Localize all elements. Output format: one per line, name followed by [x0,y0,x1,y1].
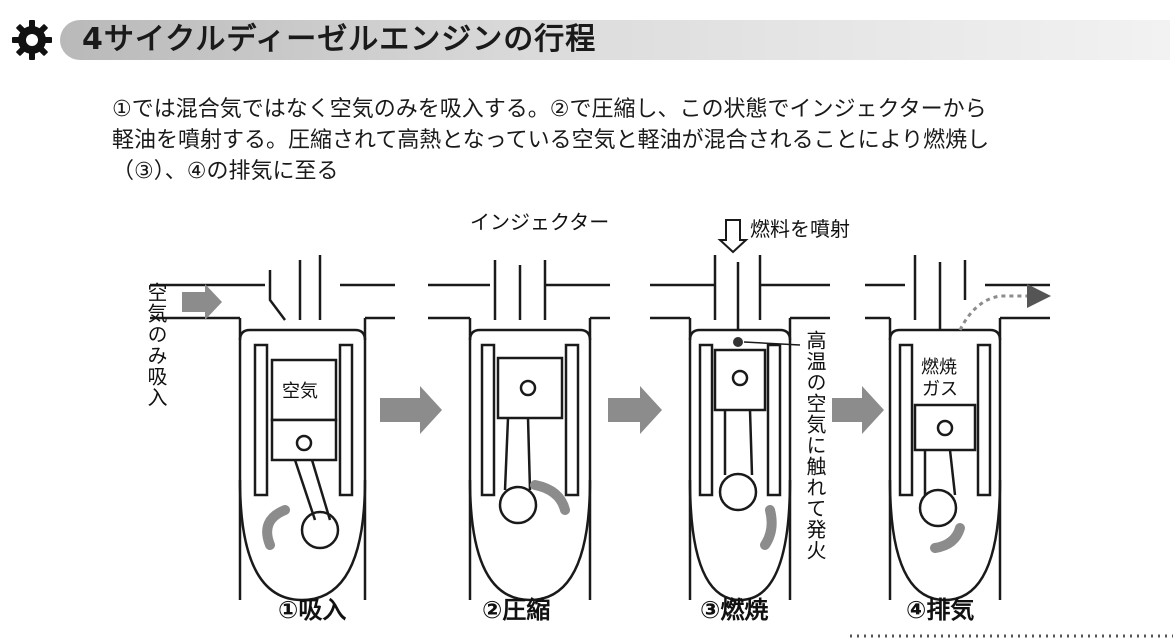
stage-arrow-3 [832,386,884,434]
injector-label: インジェクター [470,210,610,234]
ignition-label: 高温の空気に触れて発火 [803,330,827,561]
stage-arrow-2 [608,386,662,434]
description: ①では混合気ではなく空気のみを吸入する。②で圧縮し、この状態でインジェクターから… [112,94,1092,187]
ignition-spot [733,337,743,347]
engine-stage-2 [428,260,610,602]
rotation-arrow-4 [930,523,965,553]
fuel-down-arrow [717,219,749,254]
rotation-arrow-2 [530,480,570,515]
engine-stage-1 [150,255,395,602]
stage-label-1: ①吸入 [278,596,347,624]
intake-flow-arrow [182,284,222,320]
stage-label-2: ②圧縮 [482,596,551,624]
header-band [60,20,1170,60]
intake-air-label: 空気のみ吸入 [144,282,168,408]
ignition-leader [743,341,801,346]
combustion-gas-label-2: ガス [922,379,958,400]
exhaust-flow-arrow [958,284,1051,331]
engine-stroke-diagram [150,219,1173,638]
stage-label-4: ④排気 [906,596,975,624]
description-line-1: ①では混合気ではなく空気のみを吸入する。②で圧縮し、この状態でインジェクターから [112,97,987,122]
combustion-gas-label-1: 燃焼 [921,357,957,378]
page-title: 4サイクルディーゼルエンジンの行程 [82,22,597,57]
stage-arrow-1 [380,386,442,434]
rotation-arrow-1 [262,505,290,550]
description-line-2: 軽油を噴射する。圧縮されて高熱となっている空気と軽油が混合されることにより燃焼し [112,128,990,153]
engine-stage-3 [650,255,830,602]
fuel-injection-label: 燃料を噴射 [750,217,850,241]
gear-icon [12,20,52,60]
rotation-arrow-3 [760,505,777,550]
air-label: 空気 [282,381,318,402]
stage-label-3: ③燃焼 [700,596,769,624]
page-header: 4サイクルディーゼルエンジンの行程 [0,8,1173,72]
description-line-3: （③）、④の排気に至る [112,159,339,184]
engine-stage-4 [865,255,1050,602]
